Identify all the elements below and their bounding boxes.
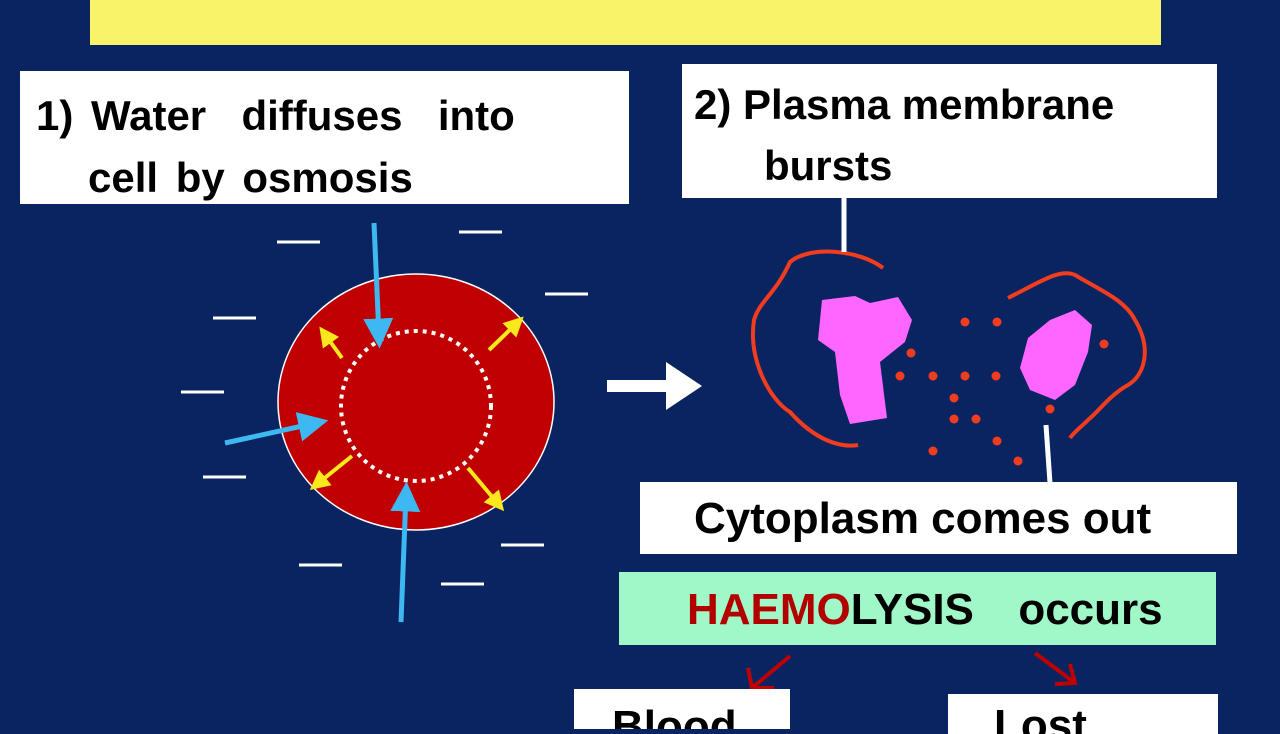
cytoplasm-callout-line <box>1043 424 1053 484</box>
water-molecules <box>181 230 588 586</box>
bottom-left-text: Blood <box>612 702 737 729</box>
cytoplasm-blob-left <box>818 296 912 424</box>
burst-membrane-right <box>1007 271 1147 440</box>
step2-line1: 2) Plasma membrane <box>694 81 1115 128</box>
burst-cell <box>751 249 1147 466</box>
haemolysis-label: HAEMOLYSIS occurs <box>619 572 1216 645</box>
bottom-right-text: Lost <box>994 701 1087 734</box>
bottom-right-box: Lost <box>948 694 1218 734</box>
cytoplasm-text: Cytoplasm comes out <box>694 494 1152 543</box>
result-arrows <box>746 651 1078 690</box>
cytoplasm-label: Cytoplasm comes out <box>640 482 1237 554</box>
bottom-left-box: Blood <box>574 689 790 729</box>
cytoplasm-blob-right <box>1020 310 1092 400</box>
red-blood-cell <box>277 273 555 531</box>
pressure-arrows <box>309 316 524 512</box>
step1-line2: cell by osmosis <box>88 154 413 201</box>
step1-line1: 1) Water diffuses into <box>36 92 515 139</box>
step1-label: 1) Water diffuses into cell by osmosis <box>20 71 629 204</box>
burst-membrane-left <box>751 249 885 448</box>
haemolysis-highlight: HAEMO <box>687 585 851 634</box>
cytoplasm-particles <box>895 317 1109 466</box>
water-inflow-arrows <box>224 222 421 623</box>
original-membrane-outline <box>339 329 493 483</box>
step2-line2: bursts <box>764 142 893 189</box>
haemolysis-rest: LYSIS occurs <box>850 585 1163 634</box>
step2-label: 2) Plasma membrane bursts <box>682 64 1217 198</box>
slide-title-bar <box>90 0 1161 45</box>
